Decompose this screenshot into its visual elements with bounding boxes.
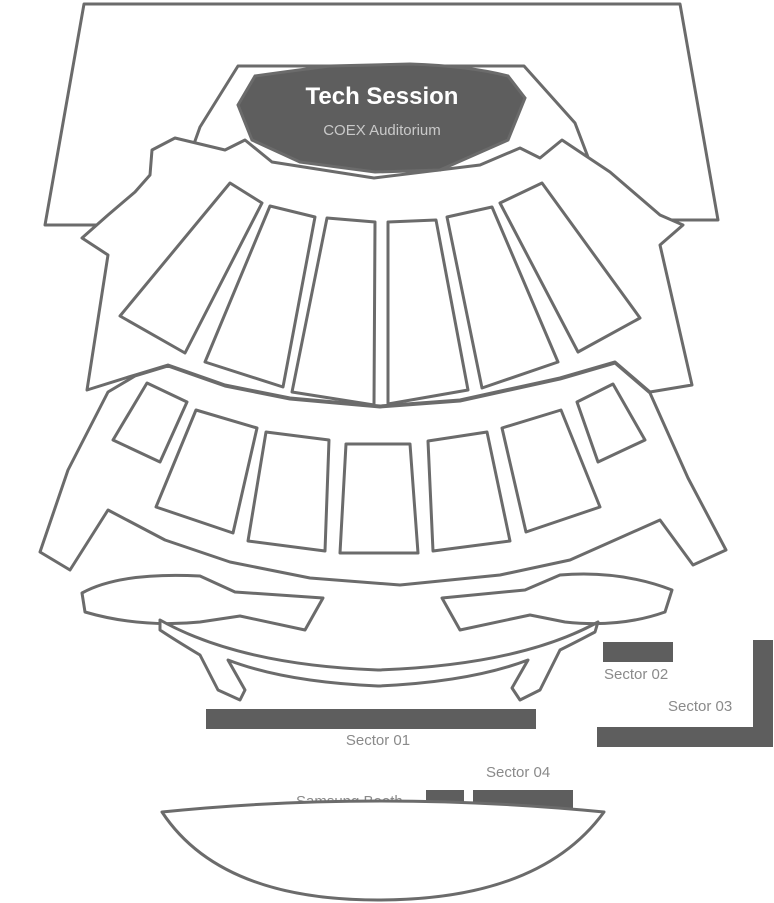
- lower-left-wing: [80, 573, 325, 632]
- sector-03-label: Sector 03: [668, 698, 732, 715]
- seat-block[interactable]: [386, 218, 470, 406]
- sector-01-label: Sector 01: [346, 732, 410, 749]
- stage-title: Tech Session: [306, 83, 459, 110]
- lower-arc: [158, 618, 600, 702]
- seat-block[interactable]: [111, 381, 189, 464]
- seat-block[interactable]: [498, 181, 642, 354]
- sector-03-bar[interactable]: [597, 640, 773, 747]
- seat-block[interactable]: [445, 205, 560, 390]
- seat-block[interactable]: [203, 204, 317, 389]
- seat-block[interactable]: [154, 408, 259, 535]
- lower-right-wing: [440, 572, 674, 632]
- sector-02-bar[interactable]: [603, 642, 673, 662]
- sector-01-bar[interactable]: [206, 709, 536, 729]
- bottom-arc: [160, 799, 606, 902]
- seat-block[interactable]: [575, 382, 647, 464]
- seat-block[interactable]: [426, 430, 512, 553]
- stage: [236, 62, 527, 174]
- seat-block[interactable]: [246, 430, 331, 553]
- seat-block[interactable]: [338, 442, 420, 555]
- sector-02-label: Sector 02: [604, 666, 668, 683]
- stage-subtitle: COEX Auditorium: [323, 122, 441, 139]
- seat-block[interactable]: [500, 408, 602, 534]
- sector-04-label: Sector 04: [486, 764, 550, 781]
- seat-block[interactable]: [118, 181, 264, 355]
